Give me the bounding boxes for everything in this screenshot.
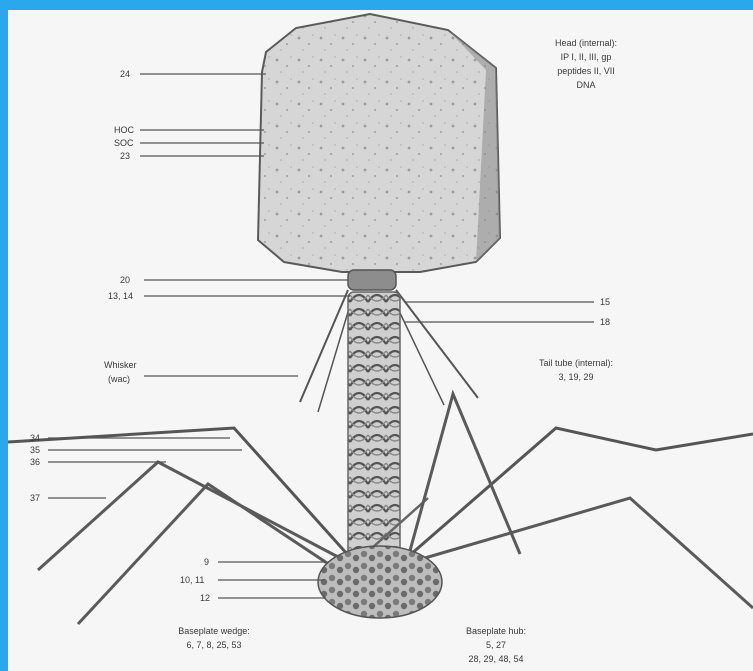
label-18: 18 — [600, 317, 610, 327]
label-15: 15 — [600, 297, 610, 307]
label-hub-2: 5, 27 — [486, 640, 506, 650]
tail-fiber-right-short — [408, 394, 520, 558]
label-hub-3: 28, 29, 48, 54 — [468, 654, 523, 664]
label-12: 12 — [200, 593, 210, 603]
tail-sheath — [348, 292, 400, 557]
t4-phage-diagram: Head (internal): IP I, II, III, gp pepti… — [8, 10, 753, 671]
tail-fiber-right-long — [410, 428, 753, 555]
label-soc: SOC — [114, 138, 134, 148]
label-36: 36 — [30, 457, 40, 467]
diagram-frame: Head (internal): IP I, II, III, gp pepti… — [8, 10, 753, 671]
whisker-left — [300, 290, 348, 402]
label-head-2: IP I, II, III, gp — [561, 52, 612, 62]
tail-fiber-left-short — [78, 484, 330, 624]
label-head-1: Head (internal): — [555, 38, 617, 48]
baseplate — [318, 546, 442, 618]
label-20: 20 — [120, 275, 130, 285]
capsid-head — [258, 14, 500, 272]
tail-fiber-right-mid — [418, 498, 753, 608]
whisker-right — [396, 290, 478, 398]
label-13-14: 13, 14 — [108, 291, 133, 301]
label-tail-2: 3, 19, 29 — [558, 372, 593, 382]
label-hub-1: Baseplate hub: — [466, 626, 526, 636]
label-head-3: peptides II, VII — [557, 66, 615, 76]
label-9: 9 — [204, 557, 209, 567]
label-34: 34 — [30, 433, 40, 443]
label-35: 35 — [30, 445, 40, 455]
label-whisker-2: (wac) — [108, 374, 130, 384]
label-tail-1: Tail tube (internal): — [539, 358, 613, 368]
label-hoc: HOC — [114, 125, 135, 135]
label-37: 37 — [30, 493, 40, 503]
label-23: 23 — [120, 151, 130, 161]
neck-collar — [348, 270, 396, 290]
tail-fiber-left-mid — [38, 462, 340, 570]
label-24: 24 — [120, 69, 130, 79]
label-whisker-1: Whisker — [104, 360, 137, 370]
label-10-11: 10, 11 — [180, 575, 204, 585]
label-baseplate-1: Baseplate wedge: — [178, 626, 250, 636]
label-baseplate-2: 6, 7, 8, 25, 53 — [186, 640, 241, 650]
label-head-4: DNA — [576, 80, 595, 90]
